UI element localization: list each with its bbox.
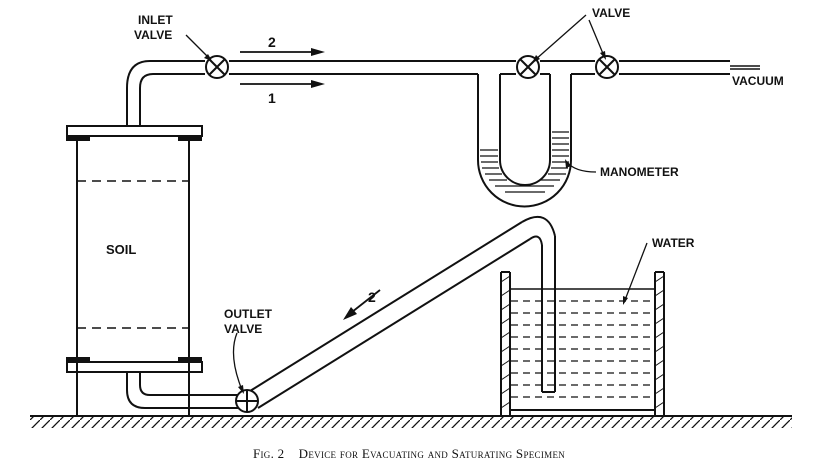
outlet-valve-label-line1: OUTLET <box>224 307 273 321</box>
valve-label: VALVE <box>592 6 630 20</box>
inlet-valve-label-line1: INLET <box>138 13 173 27</box>
water-label: WATER <box>652 236 695 250</box>
flow-arrow-diagonal-2 <box>343 289 381 320</box>
water-tank <box>500 271 665 416</box>
water-surface <box>511 288 654 398</box>
flow-arrow-top-2 <box>240 48 325 56</box>
vacuum-pipe <box>126 60 760 126</box>
figure-number: Fig. 2 <box>252 446 285 461</box>
flow-arrow-top-1 <box>240 80 325 88</box>
outlet-pipe <box>126 215 556 409</box>
flow-label-diagonal-2: 2 <box>368 289 376 305</box>
outlet-valve <box>235 389 259 413</box>
inlet-valve-label-line2: VALVE <box>134 28 172 42</box>
manometer-tube <box>477 74 572 208</box>
figure-title: Device for Evacuating and Saturating Spe… <box>298 446 566 461</box>
manometer-fluid <box>480 131 569 193</box>
flow-label-top-1: 1 <box>268 90 276 106</box>
manometer-label: MANOMETER <box>600 165 679 179</box>
flow-label-top-2: 2 <box>268 34 276 50</box>
soil-cylinder <box>66 125 203 416</box>
ground-line <box>30 415 792 428</box>
outlet-valve-label-line2: VALVE <box>224 322 262 336</box>
vacuum-label: VACUUM <box>732 74 784 88</box>
inlet-valve <box>205 55 229 79</box>
soil-label: SOIL <box>106 242 136 257</box>
figure-caption: Fig. 2 Device for Evacuating and Saturat… <box>0 446 818 462</box>
vacuum-valve <box>595 55 619 79</box>
callout-leaders <box>185 14 648 394</box>
